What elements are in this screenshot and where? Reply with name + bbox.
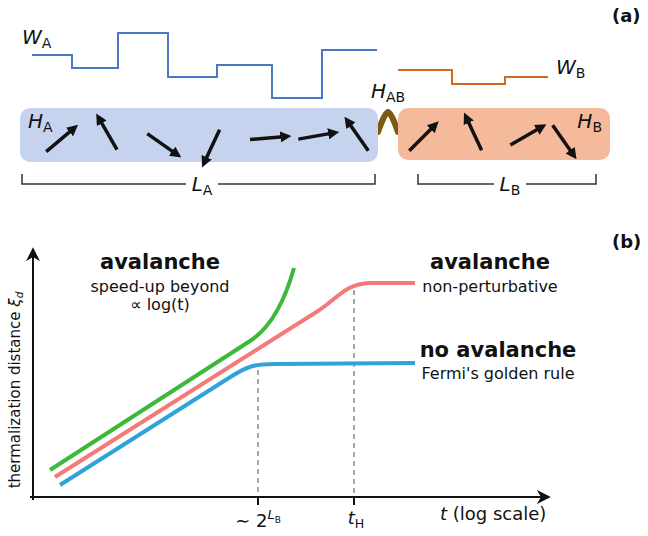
curve (60, 363, 415, 485)
disorder-profile (398, 70, 548, 84)
panel-label: (a) (612, 6, 641, 27)
length-label: LA (192, 173, 213, 198)
curve-label: no avalanche (420, 338, 577, 362)
spin-arrows (20, 108, 378, 162)
disorder-profile (32, 33, 377, 98)
curve-note: Fermi's golden rule (422, 365, 575, 383)
parameter-label: WA (22, 26, 51, 51)
coupling-connector (378, 112, 398, 132)
axis-title: t (log scale) (440, 504, 546, 525)
spin-arrow (204, 130, 219, 163)
curve (50, 268, 294, 470)
spin-arrow (510, 127, 541, 145)
tick-label: ∼ 2LB (235, 508, 281, 531)
region-box: HA (20, 108, 378, 162)
parameter-label: WB (556, 56, 585, 81)
tick-label: tH (348, 508, 365, 531)
curve-note: speed-up beyond ∝ log(t) (90, 278, 230, 315)
curve-label: avalanche (430, 250, 550, 274)
coupling-label: HAB (371, 80, 405, 105)
hamiltonian-label: HA (28, 110, 53, 135)
spin-arrow (409, 125, 434, 150)
spin-arrow (298, 133, 333, 139)
panel-label: (b) (612, 232, 641, 253)
axis-title: thermalization distance ξd (7, 292, 25, 489)
spin-arrow (466, 118, 481, 151)
spin-arrow (250, 136, 286, 139)
curve-note: non-perturbative (422, 278, 557, 296)
spin-arrow (553, 125, 574, 154)
spin-arrow (348, 121, 369, 150)
region-box: HB (398, 108, 610, 160)
spin-arrow (99, 118, 117, 149)
hamiltonian-label: HB (577, 110, 602, 135)
curve-label: avalanche (100, 250, 220, 274)
spin-arrow (147, 134, 176, 155)
length-label: LB (500, 173, 521, 198)
curve (55, 283, 415, 477)
